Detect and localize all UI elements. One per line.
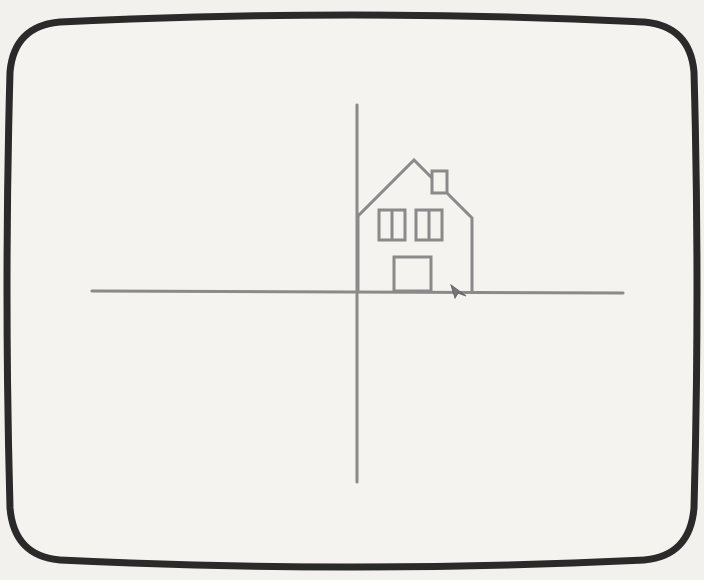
monitor-frame <box>0 0 704 580</box>
monitor-screen <box>0 0 704 580</box>
